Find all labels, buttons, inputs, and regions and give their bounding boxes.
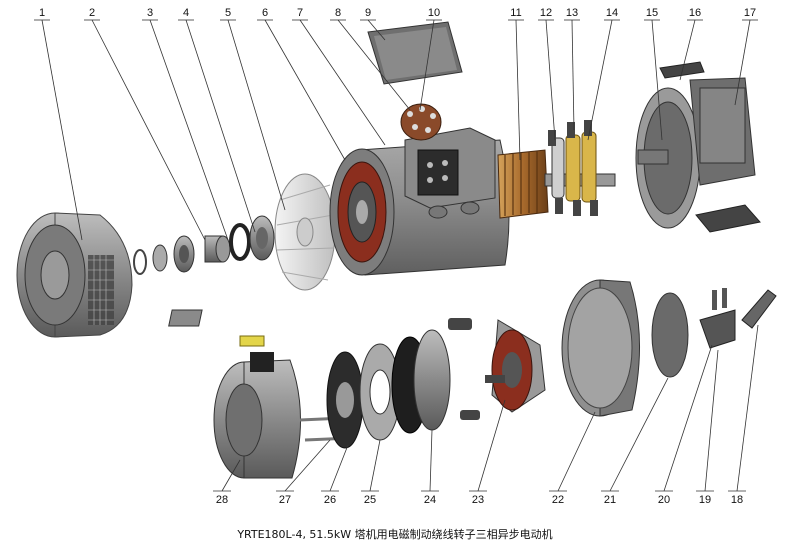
part-15-17-end-shield (635, 61, 761, 233)
leader-line-28 (221, 459, 241, 492)
callout-label-19: 19 (699, 494, 711, 506)
leader-line-10 (419, 19, 435, 111)
leader-line-3 (149, 19, 229, 241)
part-8-terminal-box (404, 127, 496, 219)
callout-label-1: 1 (39, 7, 45, 19)
part-24-brake-disc (391, 318, 480, 434)
callout-label-7: 7 (297, 7, 303, 19)
leader-line-21 (609, 377, 669, 492)
leader-line-17 (734, 19, 751, 106)
part-1-rear-cover (16, 212, 133, 338)
leader-line-18 (736, 324, 759, 492)
leader-line-5 (227, 19, 286, 211)
callout-label-22: 22 (552, 494, 564, 506)
callout-label-24: 24 (424, 494, 436, 506)
callout-label-3: 3 (147, 7, 153, 19)
leader-line-6 (264, 19, 346, 161)
part-3-bearing (204, 235, 231, 263)
part-22-drum-cover (561, 279, 640, 417)
callout-label-5: 5 (225, 7, 231, 19)
callout-label-25: 25 (364, 494, 376, 506)
callout-label-28: 28 (216, 494, 228, 506)
leader-line-14 (587, 19, 613, 141)
callout-label-14: 14 (606, 7, 618, 19)
part-10-terminal-board (400, 103, 442, 141)
callout-label-10: 10 (428, 7, 440, 19)
leader-line-7 (299, 19, 386, 146)
figure-caption: YRTE180L-4, 51.5kW 塔机用电磁制动绕线转子三相异步电动机 (236, 527, 552, 541)
callout-label-6: 6 (262, 7, 268, 19)
callout-label-20: 20 (658, 494, 670, 506)
leader-line-16 (679, 19, 696, 81)
part-28-brake-housing (168, 309, 301, 479)
callout-label-2: 2 (89, 7, 95, 19)
callout-label-9: 9 (365, 7, 371, 19)
leader-line-22 (557, 411, 596, 492)
callout-label-26: 26 (324, 494, 336, 506)
leader-line-26 (329, 444, 349, 492)
leader-line-24 (429, 429, 433, 492)
callout-label-17: 17 (744, 7, 756, 19)
part-12-14-slip-rings (548, 120, 598, 216)
leader-line-19 (704, 349, 719, 492)
part-25-armature-plate (359, 343, 401, 441)
part-26-friction-disc (326, 351, 364, 449)
callout-label-18: 18 (731, 494, 743, 506)
leader-line-20 (663, 344, 713, 492)
leader-line-12 (545, 19, 556, 141)
callout-label-13: 13 (566, 7, 578, 19)
leader-line-4 (185, 19, 256, 233)
part-9-terminal-cover (367, 21, 463, 85)
part-2-retaining-ring (133, 235, 195, 275)
leader-line-2 (91, 19, 206, 241)
callout-label-23: 23 (472, 494, 484, 506)
leader-line-23 (477, 399, 506, 492)
callout-label-16: 16 (689, 7, 701, 19)
leader-line-8 (337, 19, 411, 111)
leader-line-25 (369, 439, 381, 492)
leader-line-9 (367, 19, 386, 41)
part-18-20-release-lever (699, 288, 777, 349)
leader-line-11 (515, 19, 521, 161)
callout-label-27: 27 (279, 494, 291, 506)
part-23-brake-plate (485, 319, 546, 413)
callout-label-21: 21 (604, 494, 616, 506)
leader-line-13 (571, 19, 575, 131)
callout-label-4: 4 (183, 7, 189, 19)
leader-line-15 (651, 19, 663, 141)
part-5-fan (274, 173, 336, 291)
leader-line-1 (41, 19, 83, 241)
callout-label-12: 12 (540, 7, 552, 19)
callouts-bottom: 28 27 26 25 24 23 22 21 20 19 18 (213, 324, 759, 506)
callout-label-8: 8 (335, 7, 341, 19)
part-4-bearing-cap (229, 215, 275, 261)
part-21-gasket (651, 292, 689, 378)
callout-label-15: 15 (646, 7, 658, 19)
leader-line-27 (284, 439, 331, 492)
callout-label-11: 11 (510, 7, 521, 19)
